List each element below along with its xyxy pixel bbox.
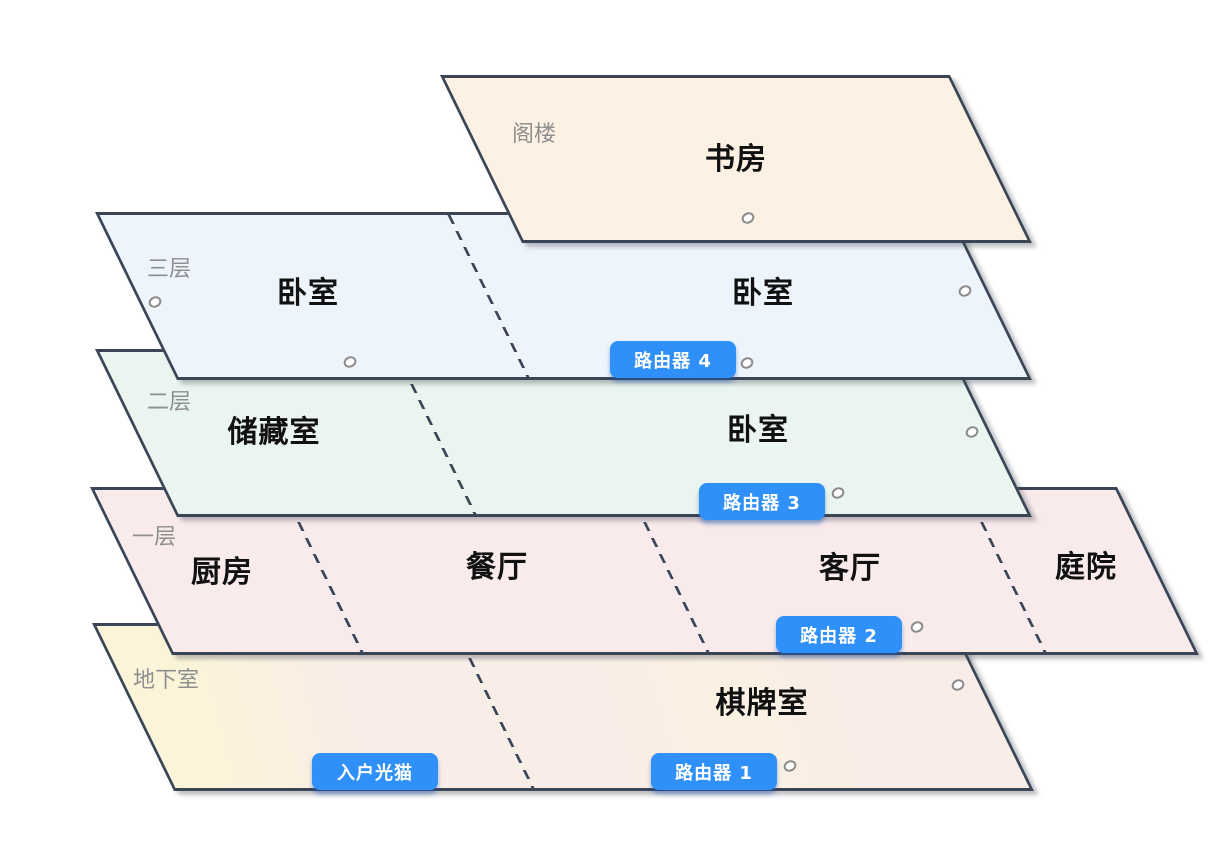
device-badge-router2: 路由器 2: [776, 616, 902, 653]
device-badge-router1: 路由器 1: [651, 753, 777, 790]
floor-label-basement: 地下室: [133, 668, 200, 693]
device-badge-modem: 入户光猫: [312, 753, 438, 790]
floor-label-first: 一层: [132, 525, 177, 550]
room-label-living: 客厅: [819, 551, 881, 586]
room-label-study: 书房: [705, 142, 767, 177]
device-badge-router4: 路由器 4: [610, 341, 736, 378]
floor-label-third: 三层: [147, 257, 192, 282]
room-label-dining: 餐厅: [466, 550, 528, 585]
device-badge-router3: 路由器 3: [699, 483, 825, 520]
floor-label-second: 二层: [147, 390, 192, 415]
floor-label-attic: 阁楼: [512, 122, 557, 147]
room-label-game-room: 棋牌室: [715, 686, 809, 721]
room-label-bedroom-left: 卧室: [277, 276, 339, 311]
room-label-storage: 储藏室: [227, 415, 321, 450]
room-divider: [447, 215, 530, 377]
room-label-courtyard: 庭院: [1055, 550, 1117, 585]
room-label-kitchen: 厨房: [191, 555, 253, 590]
room-label-bedroom-right: 卧室: [732, 276, 794, 311]
room-label-bedroom-second: 卧室: [727, 413, 789, 448]
